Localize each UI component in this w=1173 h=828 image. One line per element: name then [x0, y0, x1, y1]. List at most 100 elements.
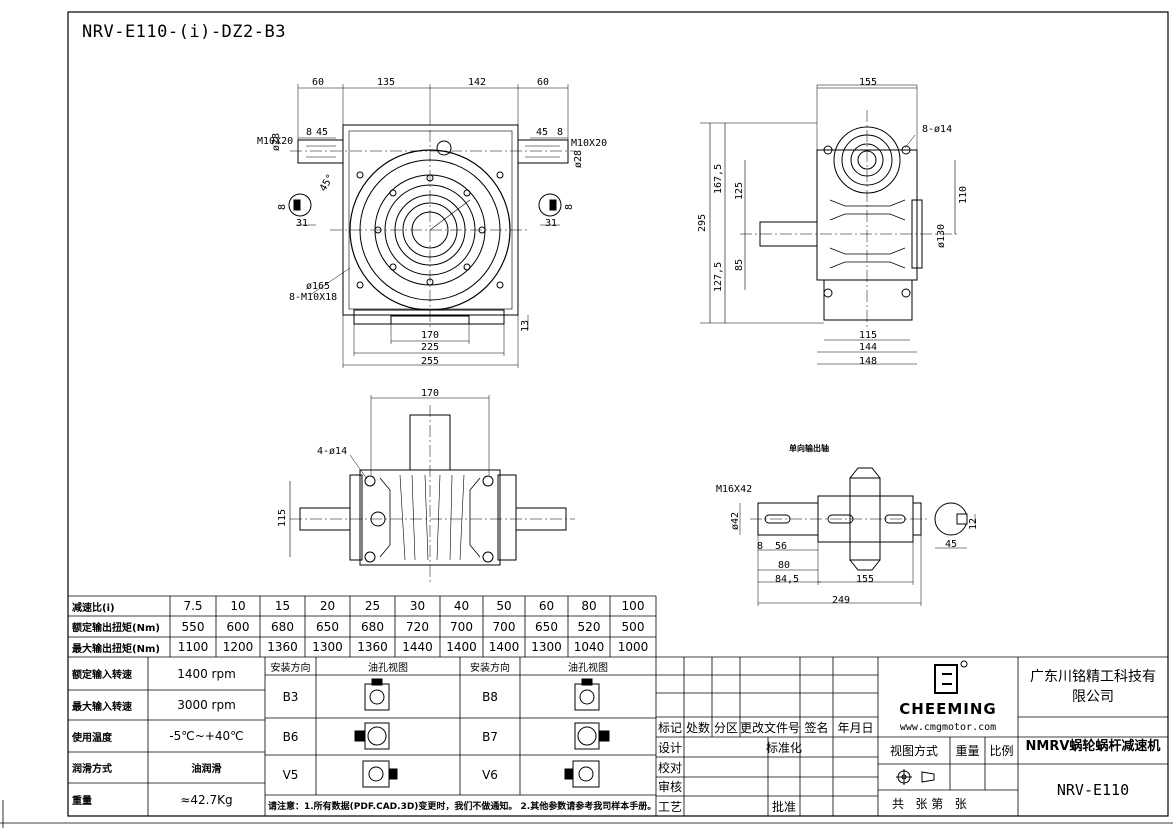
dim-left-body: 135 [377, 77, 396, 88]
table-grid [68, 595, 1168, 816]
top-view [289, 395, 575, 585]
company-name: 广东川铭精工科技有限公司 [1030, 669, 1156, 705]
dim-left-shaft: 60 [312, 77, 325, 88]
model-number: NRV-E110 [1056, 781, 1130, 799]
spec-cell: 1440 [402, 640, 433, 654]
dim-l-845: 84,5 [775, 574, 800, 585]
oil-view-icon-b6 [354, 722, 390, 750]
rev-header-mark: 标记 [657, 720, 682, 735]
dim-h-85: 85 [734, 258, 745, 271]
spec-cell: 650 [316, 619, 339, 634]
cheeming-logo [934, 660, 968, 694]
view-method-label: 视图方式 [889, 744, 938, 758]
dim-thread-m16: M16X42 [716, 484, 753, 495]
shaft-view-label: 单向输出轴 [789, 444, 829, 453]
param-value-max-speed: 3000 rpm [177, 698, 236, 712]
param-value-rated-speed: 1400 rpm [177, 666, 236, 681]
mount-icons [354, 678, 610, 788]
dim-h-167: 167,5 [713, 163, 724, 194]
spec-cell: 650 [535, 619, 558, 634]
spec-cell: 680 [271, 619, 294, 634]
oil-view-icon-b7 [574, 722, 610, 750]
spec-cell: 1000 [617, 640, 649, 654]
spec-cell: 1300 [531, 640, 562, 654]
dim-d42: ø42 [730, 511, 741, 530]
spec-cell: 7.5 [183, 599, 203, 613]
mount-v6: V6 [482, 768, 498, 782]
spec-cell: 700 [492, 619, 516, 634]
param-value-weight: ≈42.7Kg [180, 792, 233, 807]
product-name: NMRV蜗轮蜗杆减速机 [1025, 738, 1161, 754]
dim-top-holes: 4-ø14 [317, 446, 348, 457]
weight-label: 重量 [955, 744, 980, 758]
param-label-max-speed: 最大输入转速 [72, 701, 132, 713]
spec-label-ratio: 减速比(i) [72, 602, 115, 614]
dim-l-155: 155 [856, 574, 875, 585]
spec-cell: 1040 [573, 640, 605, 654]
dim-shaft-d-right: ø28 [573, 149, 584, 168]
spec-cell: 680 [361, 619, 384, 634]
dim-h-110: 110 [958, 185, 969, 204]
spec-cell: 40 [453, 599, 470, 613]
dim-right-shaft: 60 [537, 77, 550, 88]
dim-top-170: 170 [421, 388, 440, 399]
dim-l-56: 56 [775, 541, 788, 552]
dim-w-148: 148 [859, 356, 878, 367]
spec-cell: 700 [450, 619, 473, 634]
dim-l-8: 8 [757, 541, 764, 552]
dim-shaft-d-left: ø28 [271, 132, 282, 151]
dim-key-off-left: 8 [306, 127, 313, 138]
mount-b8: B8 [482, 689, 498, 704]
oil-view-icon-b8 [574, 678, 600, 711]
row-design: 设计 [657, 740, 682, 755]
dim-w-115: 115 [859, 330, 878, 341]
scale-label: 比例 [989, 744, 1014, 758]
dim-base-h: 13 [520, 319, 531, 332]
logo-website: www.cmgmotor.com [899, 721, 997, 733]
mount-b7: B7 [482, 729, 498, 744]
dim-l-80: 80 [778, 560, 791, 571]
dim-h-127: 127,5 [713, 261, 724, 292]
spec-cell: 25 [364, 599, 381, 613]
mount-header-oil-view: 油孔视图 [368, 662, 408, 674]
row-approve: 批准 [771, 799, 796, 814]
dim-key-12: 12 [968, 517, 979, 530]
dim-base-225: 225 [421, 342, 440, 353]
spec-cell: 10 [230, 599, 246, 613]
row-process: 工艺 [657, 799, 682, 814]
dim-h-125: 125 [734, 181, 745, 200]
param-value-temperature: -5℃~+40℃ [169, 729, 244, 743]
param-label-temperature: 使用温度 [72, 732, 112, 744]
spec-cell: 500 [621, 619, 645, 634]
spec-cell: 550 [181, 619, 205, 634]
spec-label-max-torque: 最大输出扭矩(Nm) [72, 643, 160, 655]
dim-key-h-right: 31 [545, 218, 558, 229]
dim-key-off-right: 8 [557, 127, 564, 138]
spec-cell: 1360 [357, 640, 388, 654]
dim-key-len-left: 45 [316, 127, 329, 138]
dim-thread-left: M10X20 [257, 136, 294, 147]
dim-base-255: 255 [421, 356, 440, 367]
spec-cell: 720 [406, 619, 429, 634]
spec-cell: 520 [577, 619, 601, 634]
dim-key-45: 45 [945, 539, 958, 550]
rev-header-zone: 分区 [713, 720, 738, 735]
spec-cell: 600 [226, 619, 250, 634]
mount-header-oil-view-2: 油孔视图 [568, 662, 608, 674]
spec-cell: 50 [496, 599, 512, 613]
front-view [288, 84, 575, 368]
spec-cell: 1360 [267, 640, 298, 654]
oil-view-icon-v5 [362, 760, 398, 788]
spec-cell: 30 [409, 599, 426, 613]
oil-view-icon-v6 [564, 760, 600, 788]
rev-header-doc: 更改文件号 [740, 720, 801, 735]
spec-cell: 100 [621, 599, 645, 613]
rev-header-sign: 签名 [804, 720, 829, 735]
row-review: 审核 [657, 780, 682, 794]
spec-cell: 1100 [177, 640, 209, 654]
dim-holes: 8-M10X18 [289, 292, 338, 303]
mount-note: 请注意：1.所有数据(PDF.CAD.3D)变更时，我们不做通知。 2.其他参数… [268, 802, 657, 812]
dim-h-295: 295 [697, 213, 708, 232]
